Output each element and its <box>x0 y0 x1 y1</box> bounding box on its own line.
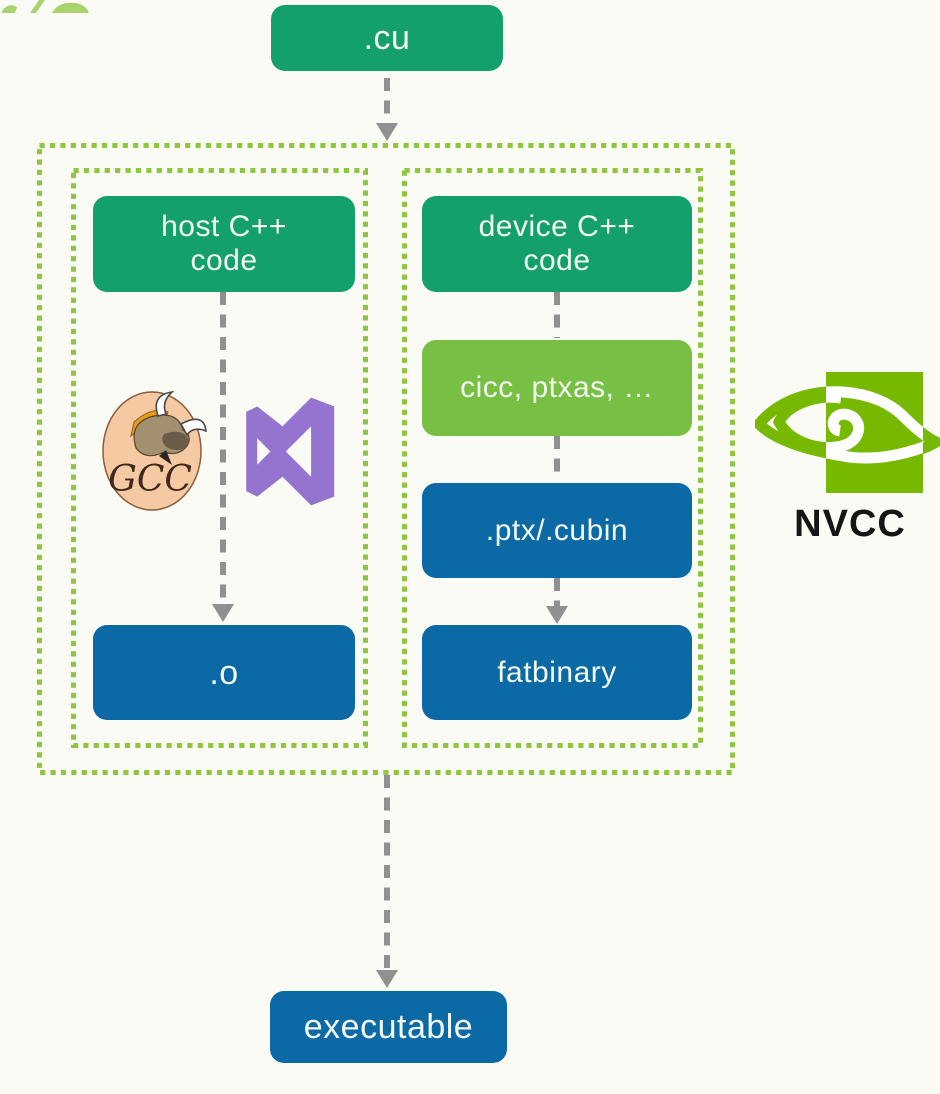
arrowhead-host-code-to-object <box>212 604 234 622</box>
arrowhead-cu-to-nvcc <box>376 123 398 141</box>
gnu-muzzle <box>162 431 189 450</box>
device-cpp-code-label-line1: device C++ <box>478 210 636 243</box>
gcc-logo-label: GCC <box>108 459 192 500</box>
nvcc-caption: NVCC <box>794 503 906 545</box>
gnu-horn-right <box>179 418 207 437</box>
cu-file-label: .cu <box>363 19 411 57</box>
executable-label: executable <box>303 1008 474 1046</box>
device-cpp-code-node: device C++ code <box>422 196 692 292</box>
gnu-horn-left <box>155 390 175 417</box>
ptx-cubin-label: .ptx/.cubin <box>485 513 629 547</box>
cu-file-node: .cu <box>271 5 503 71</box>
object-file-node: .o <box>93 625 355 720</box>
arrowhead-nvcc-to-executable <box>376 970 398 988</box>
clipped-title-fragment <box>2 0 89 13</box>
fatbinary-node: fatbinary <box>422 625 692 720</box>
gcc-logo-icon: GCC <box>102 390 207 511</box>
gnu-beard <box>159 450 172 465</box>
ptx-cubin-node: .ptx/.cubin <box>422 483 692 578</box>
nvcc-outer-dotted-border <box>37 143 735 775</box>
arrowhead-ptx-to-fatbinary <box>546 606 568 624</box>
visual-studio-logo-icon <box>246 397 335 506</box>
device-column-dotted-border <box>402 168 703 748</box>
device-cpp-code-label-line2: code <box>523 244 591 277</box>
object-file-label: .o <box>209 653 239 692</box>
host-cpp-code-node: host C++ code <box>93 196 355 292</box>
cicc-ptxas-label: cicc, ptxas, … <box>460 371 654 404</box>
host-column-dotted-border <box>71 168 368 748</box>
cicc-ptxas-node: cicc, ptxas, … <box>422 340 692 436</box>
fatbinary-label: fatbinary <box>497 655 617 689</box>
executable-node: executable <box>270 991 507 1063</box>
nvidia-logo-icon <box>755 372 940 493</box>
host-cpp-code-label-line1: host C++ <box>161 210 287 243</box>
host-cpp-code-label-line2: code <box>190 244 258 277</box>
